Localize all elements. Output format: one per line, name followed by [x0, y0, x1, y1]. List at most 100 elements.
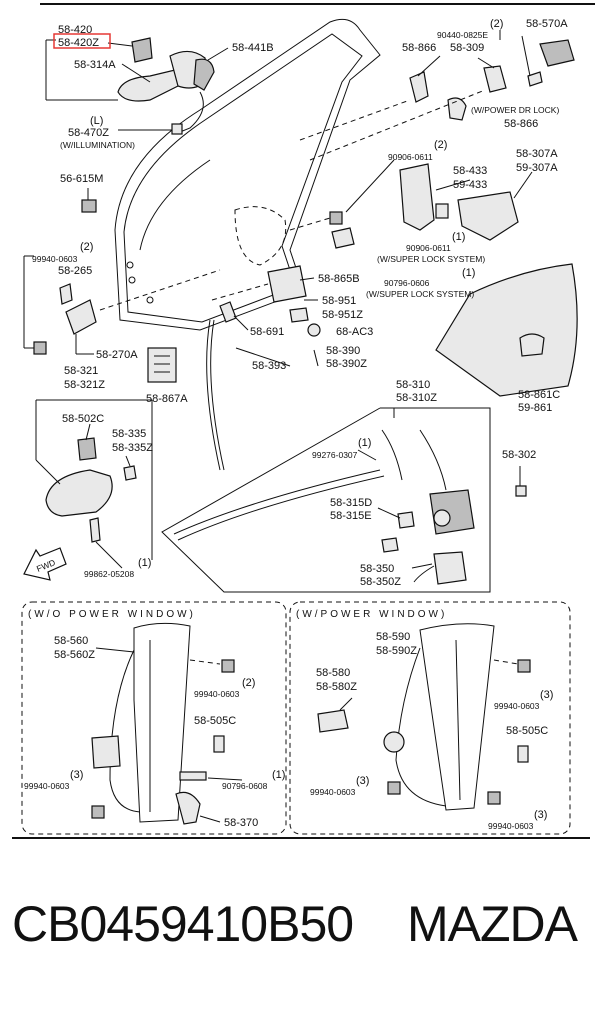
label: 58-505C	[506, 725, 548, 737]
rods-drawing	[206, 301, 319, 471]
label: 90906-0611	[388, 152, 433, 162]
label: 58-580Z	[316, 681, 357, 693]
part-number: CB0459410B50	[12, 896, 354, 952]
label: 58-420	[58, 24, 92, 36]
label: 58-321	[64, 365, 98, 377]
label: (1)	[272, 769, 285, 781]
label: 58-590Z	[376, 645, 417, 657]
footer: CB0459410B50 MAZDA	[0, 895, 600, 975]
label: 68-AC3	[336, 326, 373, 338]
outer-handle-drawing	[117, 37, 215, 135]
label: 56-615M	[60, 173, 103, 185]
label: 58-315D	[330, 497, 372, 509]
label: 58-370	[224, 817, 258, 829]
label: 90440-0825E	[437, 30, 488, 40]
label: 58-580	[316, 667, 350, 679]
label: 90796-0606	[384, 278, 430, 288]
label: 58-691	[250, 326, 284, 338]
label: 58-420Z	[58, 37, 99, 49]
label: 58-310	[396, 379, 430, 391]
label: (W/SUPER LOCK SYSTEM)	[377, 254, 485, 264]
label: (W/SUPER LOCK SYSTEM)	[366, 289, 474, 299]
label: (2)	[80, 241, 93, 253]
label: 58-270A	[96, 349, 138, 361]
label: 58-867A	[146, 393, 188, 405]
label-layer: 58-420 58-420Z 58-314A 58-441B (L) 58-47…	[24, 18, 568, 831]
label: 58-393	[252, 360, 286, 372]
label: (3)	[540, 689, 553, 701]
label: 58-350	[360, 563, 394, 575]
label: 90796-0608	[222, 781, 268, 791]
label: 58-433	[453, 165, 487, 177]
label: 58-570A	[526, 18, 568, 30]
label: 58-441B	[232, 42, 274, 54]
label: 58-310Z	[396, 392, 437, 404]
label: 58-390	[326, 345, 360, 357]
label: 59-433	[453, 179, 487, 191]
parts-diagram: 58-420 58-420Z 58-314A 58-441B (L) 58-47…	[12, 3, 595, 839]
label: 58-505C	[194, 715, 236, 727]
section-box-without-power-window	[21, 601, 287, 835]
label: (2)	[242, 677, 255, 689]
label: (1)	[462, 267, 475, 279]
inner-handle-drawing	[35, 399, 153, 569]
label: 58-502C	[62, 413, 104, 425]
highlight-box	[53, 33, 111, 49]
lock-actuator-drawing	[299, 30, 575, 161]
door-shell-drawing	[114, 18, 381, 331]
section-title-with-power-window: (W/POWER WINDOW)	[296, 609, 447, 620]
section-box-with-power-window	[289, 601, 571, 835]
label: 99940-0603	[494, 701, 540, 711]
label: (L)	[90, 115, 103, 127]
label: 58-390Z	[326, 358, 367, 370]
label: (W/POWER DR LOCK)	[471, 105, 559, 115]
label: 58-335	[112, 428, 146, 440]
label: 99940-0603	[194, 689, 240, 699]
power-regulator-drawing	[317, 623, 531, 811]
label: (1)	[138, 557, 151, 569]
label: 58-265	[58, 265, 92, 277]
label: 58-866	[402, 42, 436, 54]
brand-name: MAZDA	[407, 896, 578, 952]
clip-56-615M	[81, 188, 97, 213]
label: 99940-0603	[310, 787, 356, 797]
label: 58-866	[504, 118, 538, 130]
label: 58-470Z	[68, 127, 109, 139]
label: 58-951Z	[322, 309, 363, 321]
label: 58-560Z	[54, 649, 95, 661]
label: 58-861C	[518, 389, 560, 401]
fwd-arrow	[23, 547, 67, 581]
label: 58-560	[54, 635, 88, 647]
label: (3)	[356, 775, 369, 787]
super-lock-brackets	[289, 159, 533, 249]
control-module-drawing	[211, 265, 321, 337]
trim-panel-58-861C	[435, 263, 578, 397]
label: 99276-0307	[312, 450, 358, 460]
label: (2)	[490, 18, 503, 30]
label: 58-865B	[318, 273, 360, 285]
connector-58-867A	[147, 347, 177, 383]
label: 58-335Z	[112, 442, 153, 454]
label: 59-861	[518, 402, 552, 414]
lock-assembly-box	[161, 407, 527, 593]
label: 58-951	[322, 295, 356, 307]
label: 58-315E	[330, 510, 372, 522]
label: (3)	[70, 769, 83, 781]
label: 58-590	[376, 631, 410, 643]
label: (W/ILLUMINATION)	[60, 140, 135, 150]
label: 99862-05208	[84, 569, 134, 579]
label: 58-309	[450, 42, 484, 54]
label: (1)	[452, 231, 465, 243]
label: 58-307A	[516, 148, 558, 160]
label: 58-350Z	[360, 576, 401, 588]
label: 90906-0611	[406, 243, 451, 253]
label: (2)	[434, 139, 447, 151]
label: 99940-0603	[32, 254, 78, 264]
label: 58-302	[502, 449, 536, 461]
section-title-without-power-window: (W/O POWER WINDOW)	[28, 609, 196, 620]
label: 99940-0603	[488, 821, 534, 831]
label: (1)	[358, 437, 371, 449]
label: 58-321Z	[64, 379, 105, 391]
leader-lines-top-left	[45, 39, 229, 131]
left-linkage-drawing	[23, 255, 221, 355]
